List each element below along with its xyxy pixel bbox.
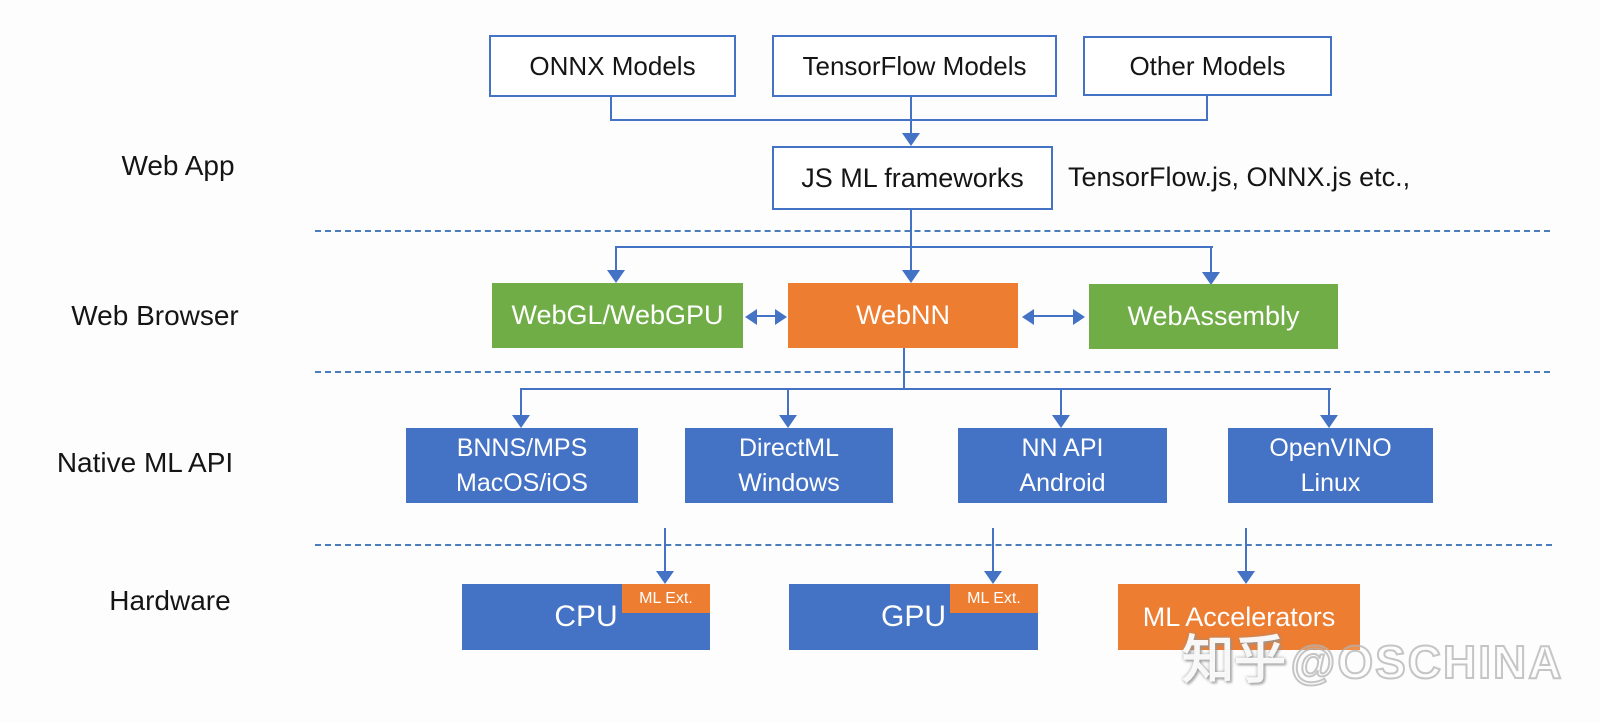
box-nn-api: NN API Android (958, 428, 1167, 503)
arrowhead-to-frameworks-icon (902, 133, 920, 146)
connector-to-gpu (992, 528, 994, 572)
box-bnns-mps: BNNS/MPS MacOS/iOS (406, 428, 638, 503)
connector-webnn-down (903, 348, 905, 390)
box-other-models: Other Models (1083, 36, 1332, 96)
native-api-name: DirectML (738, 433, 839, 462)
box-onnx-models: ONNX Models (489, 35, 736, 97)
connector-other-down (1206, 96, 1208, 121)
connector-to-webassembly (1210, 246, 1212, 272)
arrowhead-to-webassembly-icon (1202, 272, 1220, 285)
native-api-os: Linux (1300, 468, 1361, 497)
connector-to-bnns (520, 388, 522, 416)
box-webgl-webgpu: WebGL/WebGPU (492, 283, 743, 348)
connector-native-split (520, 388, 1331, 390)
connector-to-directml (787, 388, 789, 416)
arrowhead-to-gpu-icon (984, 571, 1002, 584)
gpu-ml-ext-badge: ML Ext. (950, 584, 1038, 613)
connector-browser-split (615, 246, 1213, 248)
cpu-ml-ext-badge: ML Ext. (622, 584, 710, 613)
box-openvino: OpenVINO Linux (1228, 428, 1433, 503)
native-api-os: Android (1019, 468, 1106, 497)
watermark: 知乎 @OSCHINA (1182, 618, 1563, 693)
native-api-name: BNNS/MPS (456, 433, 588, 462)
arrowhead-webgl-to-webnn-icon (775, 309, 787, 325)
box-directml: DirectML Windows (685, 428, 893, 503)
arrowhead-to-accelerators-icon (1237, 571, 1255, 584)
box-webassembly: WebAssembly (1089, 284, 1338, 349)
arrowhead-webnn-to-webgl-icon (745, 309, 757, 325)
arrowhead-to-nnapi-icon (1052, 415, 1070, 428)
native-api-name: NN API (1021, 433, 1104, 462)
connector-frameworks-down (910, 210, 912, 248)
connector-webnn-wasm (1033, 315, 1075, 317)
arrowhead-to-openvino-icon (1320, 415, 1338, 428)
arrowhead-webnn-to-wasm-icon (1073, 309, 1085, 325)
arrowhead-to-webnn-icon (902, 270, 920, 283)
connector-models-merge (610, 119, 1208, 121)
native-api-name: OpenVINO (1269, 433, 1392, 462)
zhihu-logo: 知乎 (1182, 632, 1287, 690)
separator-browser-native (315, 371, 1550, 373)
separator-native-hardware (315, 544, 1552, 546)
arrowhead-to-directml-icon (779, 415, 797, 428)
connector-to-webgl (615, 246, 617, 271)
connector-to-cpu (664, 528, 666, 572)
connector-tensorflow-down (910, 97, 912, 134)
arrowhead-wasm-to-webnn-icon (1022, 309, 1034, 325)
box-js-ml-frameworks: JS ML frameworks (772, 146, 1053, 210)
oschina-handle: @OSCHINA (1289, 635, 1564, 689)
connector-to-webnn (910, 246, 912, 271)
connector-to-nnapi (1060, 388, 1062, 416)
separator-webapp-browser (315, 230, 1550, 232)
box-webnn: WebNN (788, 283, 1018, 348)
arrowhead-to-cpu-icon (656, 571, 674, 584)
connector-webgl-webnn (756, 315, 776, 317)
connector-to-accelerators (1245, 528, 1247, 572)
layer-label-web-app: Web App (121, 150, 235, 181)
arrowhead-to-bnns-icon (512, 415, 530, 428)
layer-label-web-browser: Web Browser (71, 300, 239, 331)
box-ml-accelerators: ML Accelerators (1118, 584, 1360, 650)
arrowhead-to-webgl-icon (607, 270, 625, 283)
connector-to-openvino (1328, 388, 1330, 416)
frameworks-annotation: TensorFlow.js, ONNX.js etc., (1068, 162, 1411, 192)
native-api-os: Windows (738, 468, 840, 497)
box-tensorflow-models: TensorFlow Models (772, 35, 1057, 97)
layer-label-hardware: Hardware (109, 585, 231, 616)
native-api-os: MacOS/iOS (456, 468, 588, 497)
layer-label-native-ml-api: Native ML API (56, 447, 234, 478)
connector-onnx-down (610, 97, 612, 121)
